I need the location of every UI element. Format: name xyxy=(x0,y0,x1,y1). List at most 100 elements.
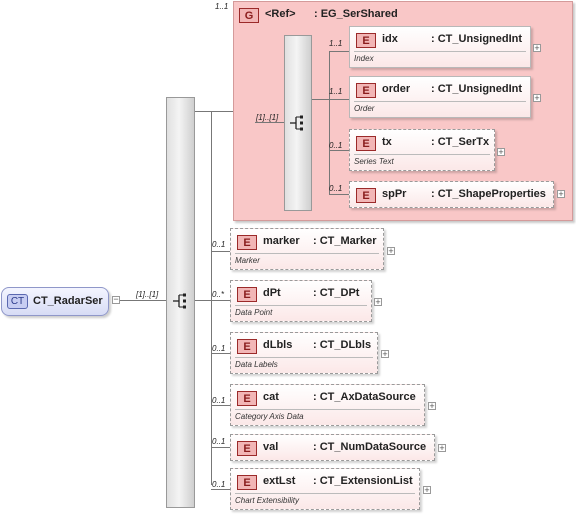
expand-idx-button[interactable]: + xyxy=(533,43,541,53)
element-type: : CT_NumDataSource xyxy=(313,441,427,453)
element-badge-icon: E xyxy=(237,475,257,490)
main-to-cat-line xyxy=(211,405,230,406)
expand-dpt-button[interactable]: + xyxy=(374,297,382,307)
element-type: : CT_SerTx xyxy=(431,136,490,148)
collapse-root-button[interactable]: − xyxy=(112,294,120,304)
element-name: tx xyxy=(382,136,392,148)
main-fanout-vertical xyxy=(211,111,212,485)
element-divider xyxy=(235,409,420,410)
element-order[interactable]: E order : CT_UnsignedInt Order xyxy=(349,76,531,118)
element-val[interactable]: E val : CT_NumDataSource xyxy=(230,434,435,461)
expand-tx-button[interactable]: + xyxy=(497,147,505,157)
expand-cat-button[interactable]: + xyxy=(428,401,436,411)
sequence-icon xyxy=(290,115,303,131)
group-to-tx-line xyxy=(329,150,349,151)
element-name: extLst xyxy=(263,475,296,487)
element-badge-icon: E xyxy=(356,83,376,98)
element-doc: Chart Extensibility xyxy=(235,496,300,505)
main-sequence-compositor[interactable] xyxy=(166,97,195,508)
element-name: spPr xyxy=(382,188,407,200)
element-divider xyxy=(235,357,373,358)
group-sequence-cardinality: [1]..[1] xyxy=(256,113,279,122)
element-type: : CT_DPt xyxy=(313,287,360,299)
group-badge-icon: G xyxy=(239,8,259,23)
element-badge-icon: E xyxy=(356,136,376,151)
element-doc: Category Axis Data xyxy=(235,412,304,421)
element-doc: Series Text xyxy=(354,157,394,166)
element-name: dPt xyxy=(263,287,281,299)
element-cat[interactable]: E cat : CT_AxDataSource Category Axis Da… xyxy=(230,384,425,426)
element-badge-icon: E xyxy=(356,188,376,203)
element-name: idx xyxy=(382,33,398,45)
expand-marker-button[interactable]: + xyxy=(387,246,395,256)
element-sppr[interactable]: E spPr : CT_ShapeProperties xyxy=(349,181,554,208)
element-tx[interactable]: E tx : CT_SerTx Series Text xyxy=(349,129,495,171)
root-to-sequence-line xyxy=(119,300,166,301)
element-name: dLbls xyxy=(263,339,293,351)
element-doc: Data Labels xyxy=(235,360,278,369)
element-extlst[interactable]: E extLst : CT_ExtensionList Chart Extens… xyxy=(230,468,420,510)
cat-cardinality: 0..1 xyxy=(212,396,226,405)
element-type: : CT_UnsignedInt xyxy=(431,83,523,95)
complex-type-name: CT_RadarSer xyxy=(33,295,103,307)
element-name: cat xyxy=(263,391,279,403)
expand-extlst-button[interactable]: + xyxy=(423,485,431,495)
element-type: : CT_AxDataSource xyxy=(313,391,416,403)
element-badge-icon: E xyxy=(237,339,257,354)
extlst-cardinality: 0..1 xyxy=(212,480,226,489)
expand-order-button[interactable]: + xyxy=(533,93,541,103)
element-type: : CT_Marker xyxy=(313,235,377,247)
element-type: : CT_ShapeProperties xyxy=(431,188,546,200)
element-name: val xyxy=(263,441,279,453)
main-to-extlst-line xyxy=(211,489,230,490)
element-doc: Marker xyxy=(235,256,260,265)
group-to-order-line xyxy=(312,99,349,100)
main-to-dlbls-line xyxy=(211,353,230,354)
element-name: order xyxy=(382,83,411,95)
main-to-dpt-line xyxy=(195,300,230,301)
element-badge-icon: E xyxy=(237,235,257,250)
sequence-icon xyxy=(173,293,186,309)
group-to-idx-line xyxy=(329,51,349,52)
element-name: marker xyxy=(263,235,300,247)
element-type: : CT_DLbls xyxy=(313,339,372,351)
element-divider xyxy=(354,51,526,52)
sppr-cardinality: 0..1 xyxy=(329,184,343,193)
expand-val-button[interactable]: + xyxy=(438,443,446,453)
element-badge-icon: E xyxy=(237,391,257,406)
element-badge-icon: E xyxy=(237,287,257,302)
element-doc: Index xyxy=(354,54,374,63)
element-marker[interactable]: E marker : CT_Marker Marker xyxy=(230,228,384,270)
dpt-cardinality: 0..* xyxy=(212,290,225,299)
expand-dlbls-button[interactable]: + xyxy=(381,349,389,359)
element-dlbls[interactable]: E dLbls : CT_DLbls Data Labels xyxy=(230,332,378,374)
group-sequence-compositor[interactable] xyxy=(284,35,312,211)
element-type: : CT_ExtensionList xyxy=(313,475,413,487)
group-seq-in-line xyxy=(255,122,284,123)
group-ref-label: <Ref> xyxy=(265,8,296,20)
val-cardinality: 0..1 xyxy=(212,437,226,446)
complex-type-badge-icon: CT xyxy=(7,294,28,309)
element-divider xyxy=(354,101,526,102)
element-divider xyxy=(235,493,415,494)
idx-cardinality: 1..1 xyxy=(329,39,343,48)
group-cardinality: 1..1 xyxy=(215,2,229,11)
expand-sppr-button[interactable]: + xyxy=(557,189,565,199)
element-idx[interactable]: E idx : CT_UnsignedInt Index xyxy=(349,26,531,68)
element-type: : CT_UnsignedInt xyxy=(431,33,523,45)
element-doc: Data Point xyxy=(235,308,273,317)
group-type-label: : EG_SerShared xyxy=(314,8,398,20)
main-to-val-line xyxy=(211,447,230,448)
order-cardinality: 1..1 xyxy=(329,87,343,96)
element-divider xyxy=(354,154,490,155)
group-to-sppr-line xyxy=(329,194,349,195)
dlbls-cardinality: 0..1 xyxy=(212,344,226,353)
group-fanout-vertical xyxy=(329,51,330,194)
marker-cardinality: 0..1 xyxy=(212,240,226,249)
element-dpt[interactable]: E dPt : CT_DPt Data Point xyxy=(230,280,372,322)
main-to-marker-line xyxy=(211,251,230,252)
main-to-group-line xyxy=(195,111,233,112)
complex-type-ct-radarser[interactable]: CT CT_RadarSer xyxy=(1,287,109,316)
element-doc: Order xyxy=(354,104,375,113)
tx-cardinality: 0..1 xyxy=(329,141,343,150)
